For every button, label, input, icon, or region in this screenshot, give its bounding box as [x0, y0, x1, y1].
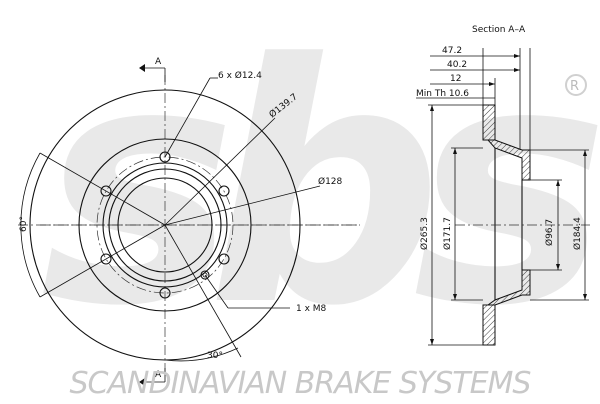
bolt-holes	[100, 151, 230, 299]
min-thickness-label: Min Th 10.6	[416, 89, 469, 99]
angle-line-lower	[39, 224, 166, 298]
bolt-holes-label: 6 x Ø12.4	[218, 70, 262, 81]
bolt-hole	[159, 287, 171, 299]
angle-arc-30	[164, 347, 239, 362]
angle-30-label: 30°	[207, 351, 223, 361]
center-bore	[117, 177, 213, 273]
bolt-hole	[218, 253, 230, 265]
threaded-hole	[200, 270, 210, 280]
bolt-hole	[159, 151, 171, 163]
width-dimensions: 47.2 40.2 12 Min Th 10.6	[416, 46, 531, 150]
hat-diameter-label: Ø184.4	[572, 217, 583, 250]
inner-friction-diameter-label: Ø171.7	[442, 217, 453, 250]
thickness-label: 12	[450, 74, 461, 84]
diameter-dimensions: Ø265.3 Ø171.7 Ø96.7 Ø184.4	[419, 104, 589, 346]
registered-mark: R	[565, 74, 587, 96]
center-bore-label: Ø96.7	[544, 219, 555, 246]
section-arrow-bottom	[139, 378, 145, 386]
angle-arc-60	[20, 152, 41, 298]
bolt-hole	[218, 185, 230, 197]
angle-line-upper	[39, 152, 166, 226]
section-title: Section A–A	[472, 25, 526, 35]
section-arrow-top	[139, 64, 145, 72]
leader-pcd	[164, 117, 276, 226]
leader-bolt-holes	[164, 77, 211, 158]
hat-outer-edge	[102, 162, 228, 288]
hat-step	[108, 168, 222, 282]
section-marker-bottom: A	[155, 370, 162, 380]
overall-height-label: 47.2	[442, 46, 462, 56]
section-marker-top: A	[155, 57, 162, 67]
bolt-hole	[100, 185, 112, 197]
bolt-hole	[100, 253, 112, 265]
hub-bore-label: Ø128	[318, 176, 343, 187]
sbs-logo-watermark: sbs	[40, 0, 600, 378]
front-view: A A	[18, 57, 360, 386]
leader-thread	[204, 274, 229, 309]
hat-height-label: 40.2	[447, 60, 467, 70]
friction-inner-edge	[78, 138, 252, 312]
outer-diameter-label: Ø265.3	[419, 217, 430, 250]
thread-label: 1 x M8	[296, 304, 327, 314]
angle-line-30	[164, 224, 242, 358]
friction-ring-upper	[482, 104, 496, 141]
friction-ring-lower	[482, 304, 496, 346]
brand-footer-text: SCANDINAVIAN BRAKE SYSTEMS	[70, 366, 532, 400]
svg-text:R: R	[570, 79, 579, 94]
section-view: Section A–A 47.2 40.2 12 Min Th 10.6	[416, 25, 590, 346]
svg-text:sbs: sbs	[40, 0, 598, 378]
leader-hub-bore	[164, 185, 321, 226]
angle-60-label: 60°	[19, 216, 29, 232]
